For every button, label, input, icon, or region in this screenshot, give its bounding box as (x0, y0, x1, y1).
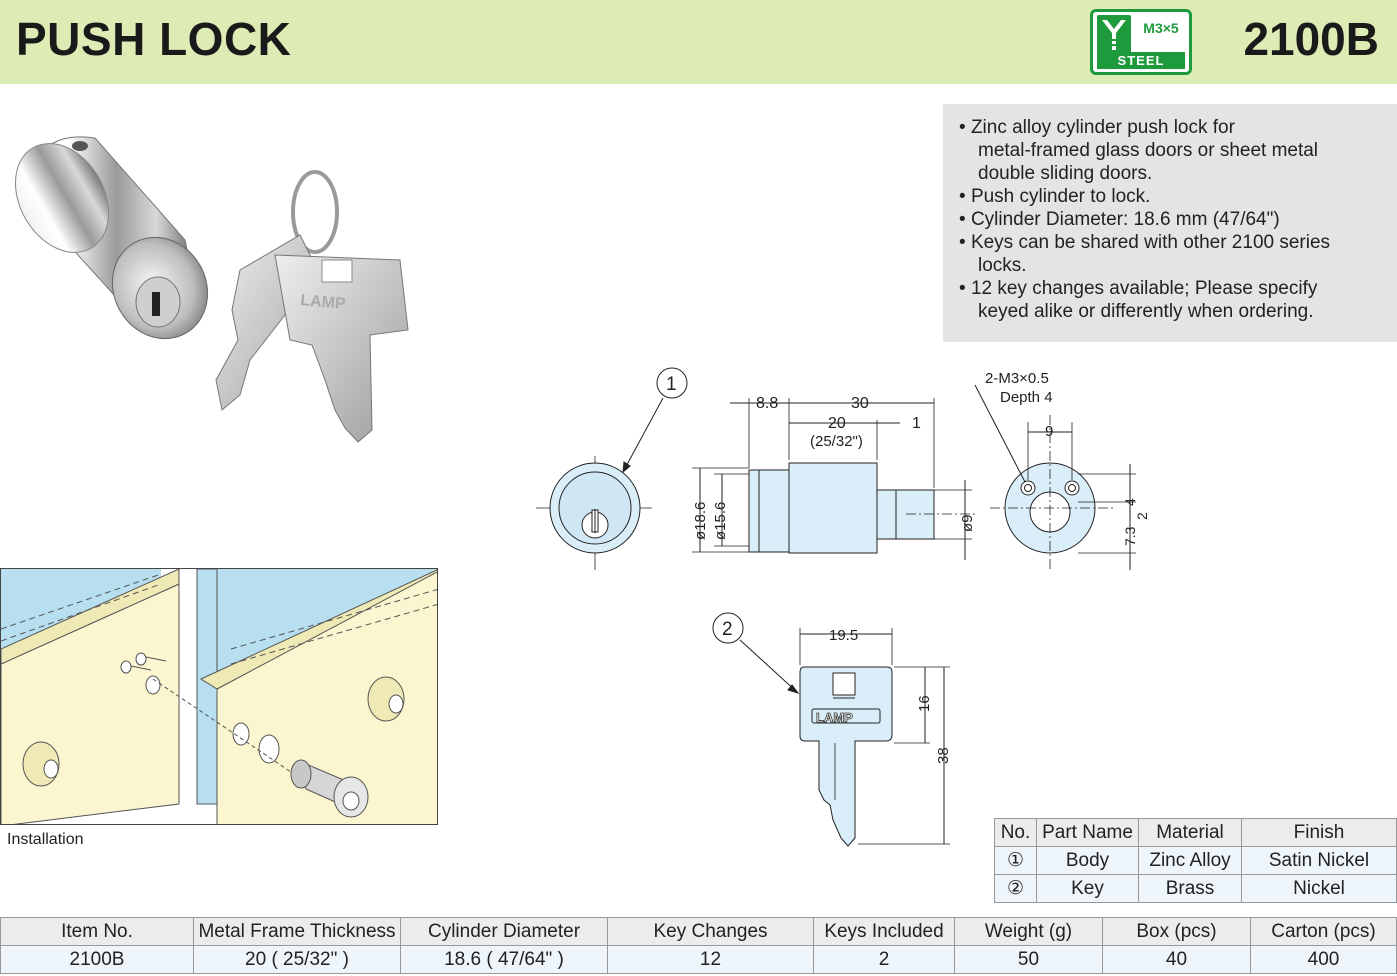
spec-weight: 50 (954, 945, 1103, 974)
end-view (990, 415, 1136, 570)
parts-col-name: Part Name (1036, 818, 1139, 847)
feature-list: Zinc alloy cylinder push lock formetal-f… (959, 116, 1383, 323)
callout-2: 2 (722, 619, 733, 640)
part-material: Brass (1138, 874, 1242, 903)
parts-table-header: No. Part Name Material Finish (994, 818, 1397, 847)
spec-cylinder-diameter: 18.6 ( 47/64" ) (400, 945, 608, 974)
spec-frame-thickness: 20 ( 25/32" ) (193, 945, 401, 974)
key-brand-photo: LAMP (300, 292, 347, 313)
table-row: 2100B 20 ( 25/32" ) 18.6 ( 47/64" ) 12 2… (0, 945, 1397, 974)
installation-caption: Installation (7, 831, 84, 848)
parts-col-finish: Finish (1241, 818, 1397, 847)
spec-table: Item No. Metal Frame Thickness Cylinder … (0, 917, 1397, 974)
header-bar: PUSH LOCK M3×5 STEEL 2100B (0, 0, 1397, 84)
thread-depth: Depth 4 (1000, 389, 1053, 406)
dim-7-3: 7.3 (1122, 526, 1138, 546)
feature-item: 12 key changes available; Please specify… (959, 277, 1383, 323)
dim-8-8: 8.8 (756, 395, 778, 412)
dim-19-5: 19.5 (829, 627, 858, 644)
spec-col-keys-included: Keys Included (813, 917, 955, 946)
spec-carton: 400 (1250, 945, 1397, 974)
thread-spec: 2-M3×0.5 (985, 370, 1049, 387)
spec-col-frame-thickness: Metal Frame Thickness (193, 917, 401, 946)
screw-badge: M3×5 STEEL (1090, 9, 1192, 75)
dim-d18-6: ø18.6 (692, 502, 709, 540)
product-photo: LAMP (0, 110, 440, 460)
feature-item: Push cylinder to lock. (959, 185, 1383, 208)
callout-2-circle (712, 612, 744, 644)
technical-drawing: 1 8.8 30 20 (25/32") 1 (530, 360, 1190, 860)
installation-illustration (0, 568, 438, 825)
model-number: 2100B (1243, 13, 1379, 65)
part-finish: Nickel (1241, 874, 1397, 903)
spec-col-cylinder-diameter: Cylinder Diameter (400, 917, 608, 946)
dim-20: 20 (828, 415, 846, 432)
table-row: ① Body Zinc Alloy Satin Nickel (994, 846, 1397, 875)
parts-table: No. Part Name Material Finish ① Body Zin… (994, 818, 1397, 903)
part-name: Key (1036, 874, 1139, 903)
spec-table-header: Item No. Metal Frame Thickness Cylinder … (0, 917, 1397, 946)
dim-20-inch: (25/32") (810, 433, 863, 450)
key-brand-label: LAMP (816, 710, 853, 725)
keys-photo: LAMP (215, 170, 409, 443)
key-drawing (799, 666, 893, 847)
table-row: ② Key Brass Nickel (994, 874, 1397, 903)
feature-item: Zinc alloy cylinder push lock formetal-f… (959, 116, 1383, 185)
spec-keys-included: 2 (813, 945, 955, 974)
spec-col-key-changes: Key Changes (607, 917, 814, 946)
spec-item-no: 2100B (0, 945, 194, 974)
dim-30: 30 (851, 395, 869, 412)
part-finish: Satin Nickel (1241, 846, 1397, 875)
page-title: PUSH LOCK (16, 13, 292, 65)
spec-col-weight: Weight (g) (954, 917, 1103, 946)
callout-1: 1 (666, 374, 677, 395)
dim-9: 9 (1045, 423, 1053, 440)
spec-col-box: Box (pcs) (1102, 917, 1251, 946)
feature-list-box: Zinc alloy cylinder push lock formetal-f… (943, 104, 1397, 342)
spec-box: 40 (1102, 945, 1251, 974)
dim-38: 38 (935, 747, 952, 764)
screw-spec-label: M3×5 (1143, 20, 1179, 36)
side-view (730, 398, 975, 554)
spec-key-changes: 12 (607, 945, 814, 974)
dim-d15-6: ø15.6 (712, 502, 729, 540)
part-material: Zinc Alloy (1138, 846, 1242, 875)
front-view (536, 456, 652, 570)
spec-col-carton: Carton (pcs) (1250, 917, 1397, 946)
callout-1-circle (656, 367, 688, 399)
spec-col-item-no: Item No. (0, 917, 194, 946)
part-name: Body (1036, 846, 1139, 875)
dim-1: 1 (912, 415, 921, 432)
cylinder-photo (14, 136, 209, 340)
part-no: ② (994, 874, 1037, 903)
dim-16: 16 (916, 695, 933, 712)
y-screw-icon (1097, 15, 1131, 55)
dim-2: 2 (1134, 512, 1150, 520)
feature-item: Cylinder Diameter: 18.6 mm (47/64") (959, 208, 1383, 231)
parts-col-no: No. (994, 818, 1037, 847)
part-no: ① (994, 846, 1037, 875)
dim-d9: ø9 (959, 514, 976, 532)
badge-material-label: STEEL (1097, 52, 1185, 69)
parts-col-material: Material (1138, 818, 1242, 847)
feature-item: Keys can be shared with other 2100 serie… (959, 231, 1383, 277)
dim-4: 4 (1122, 498, 1138, 506)
